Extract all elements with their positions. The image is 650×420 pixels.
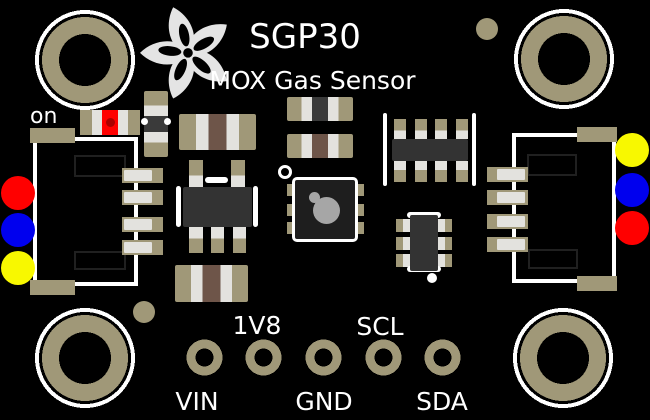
- regulator-pin: [189, 227, 203, 253]
- connector-tab: [30, 128, 75, 143]
- breakout-pad-scl: [365, 339, 402, 376]
- ic-pin: [438, 237, 452, 250]
- solder-dot-left: [141, 118, 148, 125]
- connector-detail: [74, 251, 126, 270]
- via-dot-bottom-left: [133, 301, 155, 323]
- regulator-pin: [231, 160, 245, 187]
- board-subtitle: MOX Gas Sensor: [209, 66, 416, 95]
- connector-tab: [577, 127, 617, 142]
- pin-label-gnd: GND: [295, 387, 353, 416]
- capacitor-c3: [175, 265, 248, 302]
- via-dot-top-right: [476, 18, 498, 40]
- ic-pin: [396, 219, 410, 232]
- pin-label-1v8: 1V8: [232, 311, 282, 340]
- pin1-dot: [427, 273, 437, 283]
- connector-pin: [122, 240, 163, 255]
- connector-detail: [74, 155, 126, 177]
- connector-pin: [487, 214, 528, 229]
- pin1-indicator-icon: [278, 165, 292, 179]
- sensor-pad: [357, 204, 364, 216]
- pin-label-scl: SCL: [356, 312, 404, 341]
- ic-pin: [435, 161, 447, 182]
- ic-pin: [456, 161, 468, 182]
- connector-tab: [30, 280, 75, 295]
- wire-dot-blue-left: [1, 213, 35, 247]
- regulator-pin: [211, 227, 224, 253]
- silk-bracket-right: [253, 186, 258, 227]
- ic-pin: [456, 119, 468, 139]
- power-led-label: on: [30, 104, 58, 129]
- connector-pin: [487, 237, 528, 252]
- jst-connector-left: [33, 137, 138, 286]
- capacitor-c2: [287, 134, 353, 158]
- board-title: SGP30: [249, 17, 361, 57]
- breakout-pad-sda: [424, 339, 461, 376]
- breakout-pad-1v8: [245, 339, 282, 376]
- silk-bracket-left: [176, 186, 181, 227]
- ic-pin: [415, 161, 427, 182]
- ic-pin: [396, 254, 410, 267]
- sensor-pad: [287, 222, 294, 234]
- regulator-ic: [183, 187, 252, 227]
- connector-detail: [527, 154, 577, 176]
- silk-bracket-left: [383, 113, 387, 186]
- mounting-hole-top-right: [513, 8, 615, 110]
- pullup-resistor-ic: [392, 139, 468, 161]
- breakout-pad-gnd: [305, 339, 342, 376]
- level-shifter-ic: [410, 215, 438, 271]
- ic-pin: [438, 219, 452, 232]
- ic-pin: [438, 254, 452, 267]
- sensor-pad: [287, 204, 294, 216]
- connector-pin: [487, 167, 528, 182]
- connector-pin: [122, 190, 163, 205]
- sensor-pad: [287, 184, 294, 196]
- ic-pin: [396, 237, 410, 250]
- capacitor-c1: [179, 114, 256, 150]
- regulator-pin: [189, 160, 203, 187]
- sensor-port-circle: [313, 197, 340, 224]
- silk-dash-top: [205, 177, 228, 183]
- ic-pin: [394, 119, 406, 139]
- power-led-dot: [105, 118, 115, 127]
- silk-bracket-right: [472, 113, 476, 186]
- ic-pin: [394, 161, 406, 182]
- wire-dot-red-right: [615, 211, 649, 245]
- connector-pin: [122, 217, 163, 232]
- connector-pin: [487, 190, 528, 205]
- ic-pin: [435, 119, 447, 139]
- connector-detail: [528, 249, 578, 269]
- adafruit-flower-logo-icon: [140, 0, 236, 104]
- wire-dot-yellow-left: [1, 251, 35, 285]
- mounting-hole-top-left: [34, 9, 136, 111]
- sensor-pad: [357, 222, 364, 234]
- pin-label-sda: SDA: [416, 387, 468, 416]
- power-led: [80, 110, 140, 135]
- solder-dot-right: [164, 118, 171, 125]
- pin-label-vin: VIN: [175, 387, 219, 416]
- wire-dot-yellow-right: [615, 133, 649, 167]
- resistor-vertical: [144, 91, 168, 157]
- ic-pin: [415, 119, 427, 139]
- connector-pin: [122, 168, 163, 183]
- sensor-pad: [357, 184, 364, 196]
- wire-dot-blue-right: [615, 173, 649, 207]
- mounting-hole-bottom-left: [34, 307, 136, 409]
- sensor-port-notch: [309, 192, 320, 203]
- resistor-r1: [287, 97, 353, 121]
- breakout-pad-vin: [186, 339, 223, 376]
- wire-dot-red-left: [1, 176, 35, 210]
- connector-tab: [577, 276, 617, 291]
- regulator-pin: [233, 227, 246, 253]
- mounting-hole-bottom-right: [512, 307, 614, 409]
